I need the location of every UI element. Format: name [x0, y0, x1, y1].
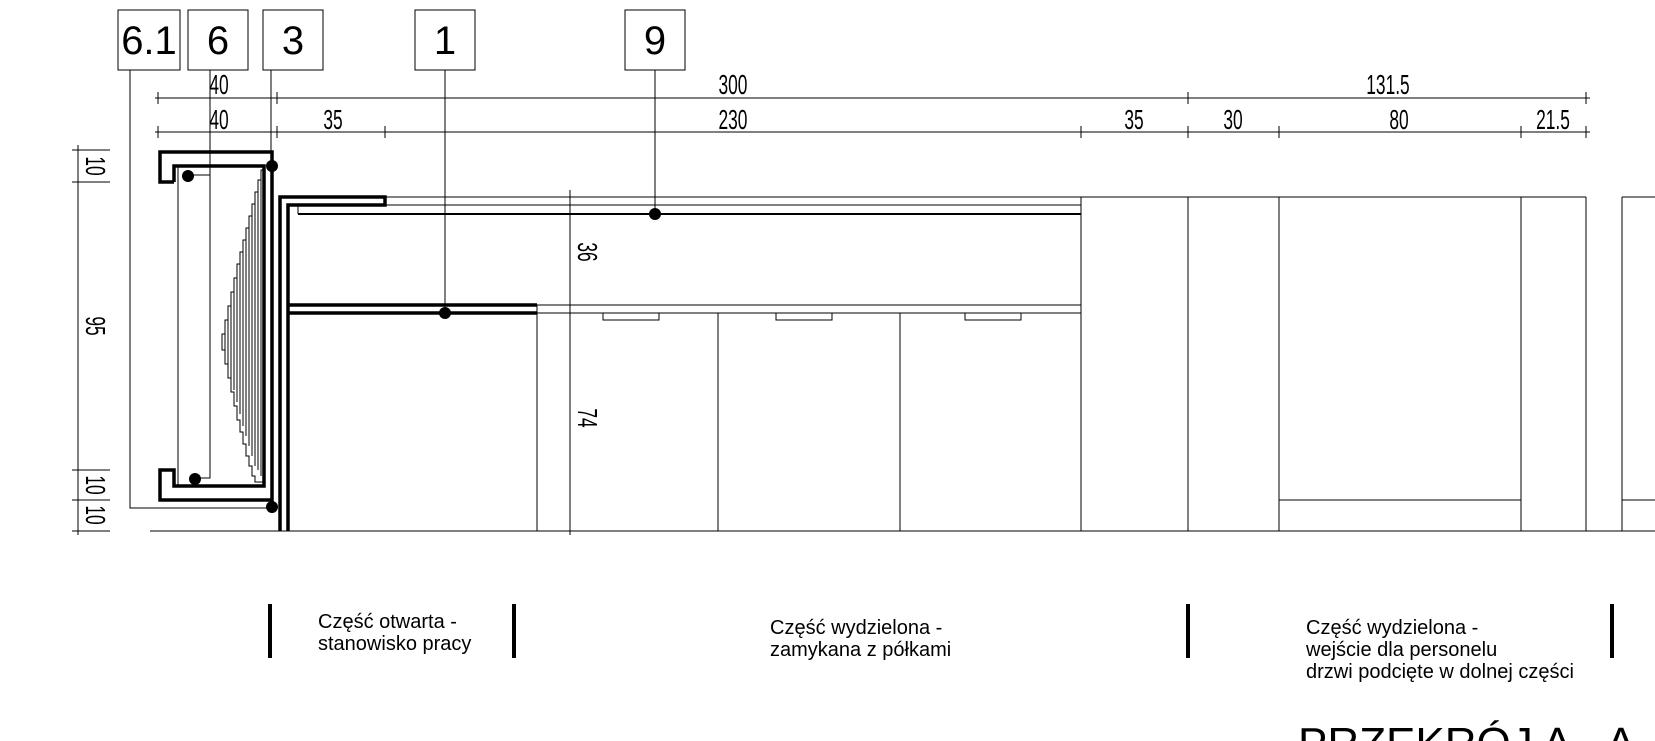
callout-1: 1 — [414, 9, 476, 71]
dimension-line-row-1: 40 300 131.5 — [155, 69, 1590, 104]
dim-v-95: 95 — [80, 316, 111, 335]
zone-separators — [268, 604, 1614, 658]
zone-closed-line-2: zamykana z półkami — [770, 639, 951, 661]
callout-6-text: 6 — [207, 19, 229, 63]
dim-35-right: 35 — [1124, 104, 1143, 135]
dim-v-10-top: 10 — [80, 156, 111, 175]
leader-lines — [129, 70, 656, 509]
dim-230: 230 — [719, 104, 748, 135]
dim-21-5: 21.5 — [1536, 104, 1570, 135]
callout-9: 9 — [624, 9, 686, 71]
chair-section — [158, 150, 274, 510]
zone-closed-line-1: Część wydzielona - — [770, 617, 942, 639]
dimension-vertical-left: 10 95 10 10 — [72, 145, 111, 535]
zone-open-line-1: Część otwarta - — [318, 611, 457, 633]
zone-label-open: Część otwarta - stanowisko pracy — [318, 611, 471, 655]
dim-30: 30 — [1223, 104, 1242, 135]
reference-points — [182, 160, 661, 513]
zone-label-entry: Część wydzielona - wejście dla personelu… — [1305, 617, 1574, 683]
callout-6: 6 — [187, 9, 249, 71]
dim-131-5: 131.5 — [1366, 69, 1409, 100]
dim-v-74: 74 — [572, 408, 603, 427]
callout-1-text: 1 — [434, 19, 456, 63]
dim-35-left: 35 — [323, 104, 342, 135]
dim-40-top: 40 — [209, 69, 228, 100]
section-title: PRZEKRÓJ A - A — [1298, 719, 1636, 741]
dim-300: 300 — [719, 69, 748, 100]
dimension-vertical-inner: 36 74 — [565, 190, 603, 535]
callout-9-text: 9 — [644, 19, 666, 63]
seat-cushion — [221, 169, 264, 483]
zone-entry-line-1: Część wydzielona - — [1306, 617, 1478, 639]
dim-v-10-bottom: 10 — [80, 505, 111, 524]
dim-40: 40 — [209, 104, 228, 135]
dim-v-10-mid: 10 — [80, 475, 111, 494]
zone-open-line-2: stanowisko pracy — [318, 633, 471, 655]
zone-label-closed: Część wydzielona - zamykana z półkami — [770, 617, 951, 661]
callout-3: 3 — [262, 9, 324, 71]
counter-structure — [150, 195, 1655, 532]
zone-entry-line-3: drzwi podcięte w dolnej części — [1306, 661, 1574, 683]
callout-6-1-text: 6.1 — [121, 19, 177, 63]
callout-3-text: 3 — [282, 19, 304, 63]
zone-entry-line-2: wejście dla personelu — [1305, 639, 1497, 661]
dimension-line-row-2: 40 35 230 35 30 80 21.5 — [155, 104, 1590, 138]
dim-80: 80 — [1389, 104, 1408, 135]
dim-v-36: 36 — [572, 242, 603, 261]
callout-6-1: 6.1 — [117, 9, 181, 71]
